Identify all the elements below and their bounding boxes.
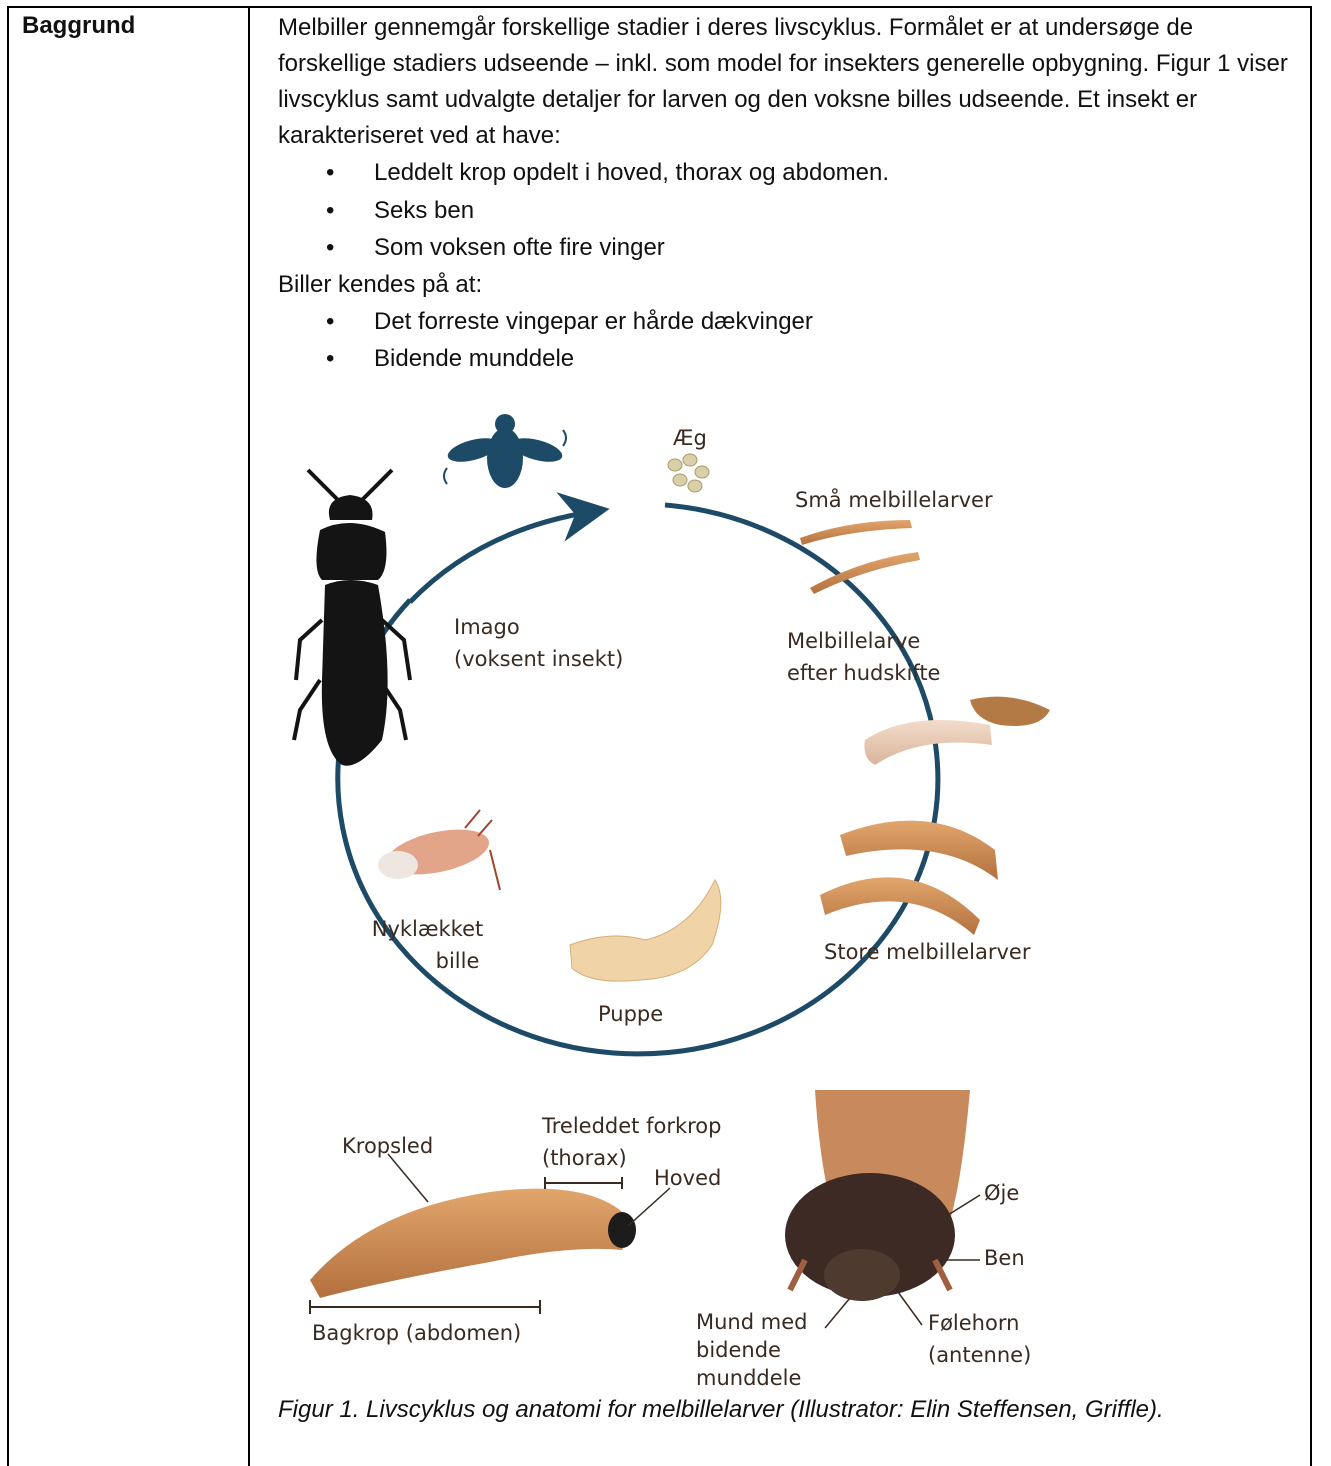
figure-caption: Figur 1. Livscyklus og anatomi for melbi… [278,1396,1164,1424]
insect-trait-2: Seks ben [278,192,1303,230]
beetle-trait-1: Det forreste vingepar er hårde dækvinger [278,303,1303,341]
molt-label: Melbillelarve efter hudskifte [787,625,940,689]
eggs-icon [668,454,709,492]
molt-label-line1: Melbillelarve [787,625,940,657]
eye-label: Øje [984,1177,1019,1209]
large-larvae-icon [820,821,998,935]
anatomy-larva-icon [310,1154,670,1314]
newly-hatched-label-line1: Nyklækket [370,913,485,945]
section-label: Baggrund [22,12,135,40]
mouth-label-line3: munddele [696,1364,807,1392]
egg-label: Æg [673,422,707,454]
imago-label-line1: Imago [454,611,623,643]
beetle-trait-2: Bidende munddele [278,340,1303,378]
legs-label: Ben [984,1242,1025,1274]
imago-label: Imago (voksent insekt) [454,611,623,675]
newly-hatched-beetle-icon [378,810,500,890]
mouth-label: Mund med bidende munddele [696,1308,807,1392]
small-larvae-label: Små melbillelarver [795,484,993,516]
lifecycle-figure: Æg Små melbillelarver Melbillelarve efte… [250,380,1310,1390]
antenna-label-line2: (antenne) [928,1339,1031,1371]
antenna-label-line1: Følehorn [928,1307,1031,1339]
mouth-label-line1: Mund med [696,1308,807,1336]
lifecycle-illustration [250,380,1310,1390]
insect-trait-1: Leddelt krop opdelt i hoved, thorax og a… [278,154,1303,192]
antenna-label: Følehorn (antenne) [928,1307,1031,1371]
molted-larva-icon [864,697,1050,765]
abdomen-label: Bagkrop (abdomen) [312,1317,521,1349]
mouth-label-line2: bidende [696,1336,807,1364]
insect-trait-3: Som voksen ofte fire vinger [278,229,1303,267]
newly-hatched-label-line2: bille [370,945,485,977]
thorax-label-line1: Treleddet forkrop [542,1110,721,1142]
molt-label-line2: efter hudskifte [787,657,940,689]
flying-beetle-icon [444,414,566,488]
intro-paragraph: Melbiller gennemgår forskellige stadier … [278,10,1303,154]
imago-label-line2: (voksent insekt) [454,643,623,675]
head-label: Hoved [654,1162,721,1194]
background-text: Melbiller gennemgår forskellige stadier … [278,10,1303,378]
pupa-label: Puppe [598,998,663,1030]
insect-traits-list: Leddelt krop opdelt i hoved, thorax og a… [278,154,1303,267]
beetle-intro: Biller kendes på at: [278,267,1303,303]
beetle-traits-list: Det forreste vingepar er hårde dækvinger… [278,303,1303,378]
pupa-icon [570,880,721,981]
segments-label: Kropsled [342,1130,433,1162]
anatomy-head-icon [785,1090,980,1328]
large-larvae-label: Store melbillelarver [824,936,1030,968]
newly-hatched-label: Nyklækket bille [370,913,485,977]
